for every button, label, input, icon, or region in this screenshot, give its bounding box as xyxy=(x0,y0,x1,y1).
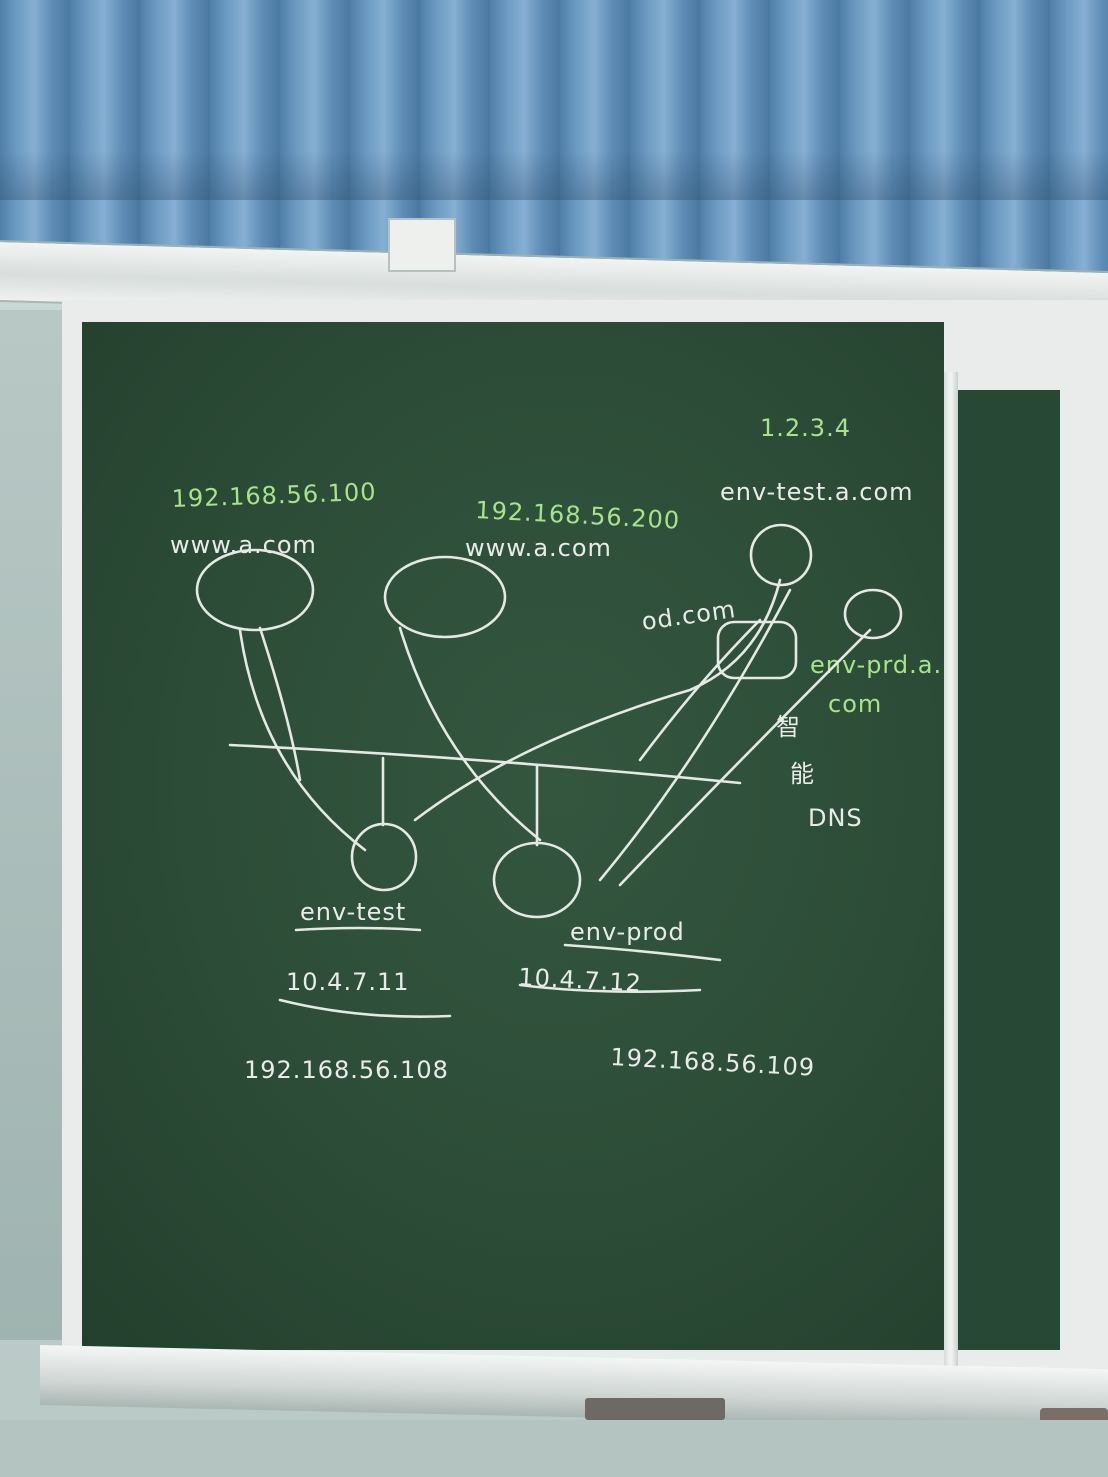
env-prod-label: env-prod xyxy=(570,918,685,946)
od-label: od.com xyxy=(640,595,738,636)
left-node-ip-label: 192.168.56.100 xyxy=(171,478,377,513)
side-window xyxy=(0,310,64,1340)
curtain xyxy=(0,0,1108,275)
right-node-label: env-test.a.com xyxy=(720,478,914,506)
bus-to-router-curve xyxy=(638,618,762,762)
env-prod-ip: 192.168.56.109 xyxy=(610,1043,816,1082)
env-test-old-ip: 10.4.7.11 xyxy=(286,968,410,996)
side-chalkboard xyxy=(958,390,1060,1350)
env-prod-underline xyxy=(563,943,722,962)
smart-char-1: 智 xyxy=(776,713,801,741)
test-to-router-curve xyxy=(413,578,782,822)
env-prod-old-ip: 10.4.7.12 xyxy=(518,963,643,997)
dns-label: DNS xyxy=(808,804,863,832)
env-prod-old-ip-strike xyxy=(518,983,702,993)
curtain-shadow xyxy=(0,150,1108,200)
mid-node-circle xyxy=(383,555,507,639)
chalkboard xyxy=(82,322,944,1350)
smart-char-2: 能 xyxy=(790,760,815,788)
env-prod-circle xyxy=(492,841,582,919)
mid-node-host-label: www.a.com xyxy=(465,534,612,562)
mid-node-ip-label: 192.168.56.200 xyxy=(475,496,681,535)
top-right-ips-label: 1.2.3.4 xyxy=(760,414,851,442)
board-divider xyxy=(944,372,958,1382)
left-node-host-label: www.a.com xyxy=(170,531,317,559)
env-test-circle xyxy=(350,822,418,892)
right-lower-label-line-2: com xyxy=(828,690,882,718)
env-test-label: env-test xyxy=(300,898,406,926)
env-test-old-ip-underline xyxy=(278,998,452,1018)
env-test-underline xyxy=(294,926,422,932)
prod-to-right-curve-1 xyxy=(598,588,792,882)
rail-hook xyxy=(388,218,456,272)
right-lower-label-line-1: env-prd.a. xyxy=(810,651,942,679)
mid-to-prod-curve xyxy=(398,626,542,842)
prod-to-right-curve-2 xyxy=(618,628,872,887)
lower-wall xyxy=(0,1420,1108,1477)
far-right-node-circle xyxy=(843,588,903,640)
eraser xyxy=(585,1398,725,1420)
left-to-test-curve xyxy=(238,628,367,852)
env-test-ip: 192.168.56.108 xyxy=(244,1056,449,1084)
right-node-circle xyxy=(749,523,813,587)
left-node-circle xyxy=(195,548,315,632)
network-bus xyxy=(228,743,742,785)
left-arrow-curve xyxy=(258,626,302,782)
